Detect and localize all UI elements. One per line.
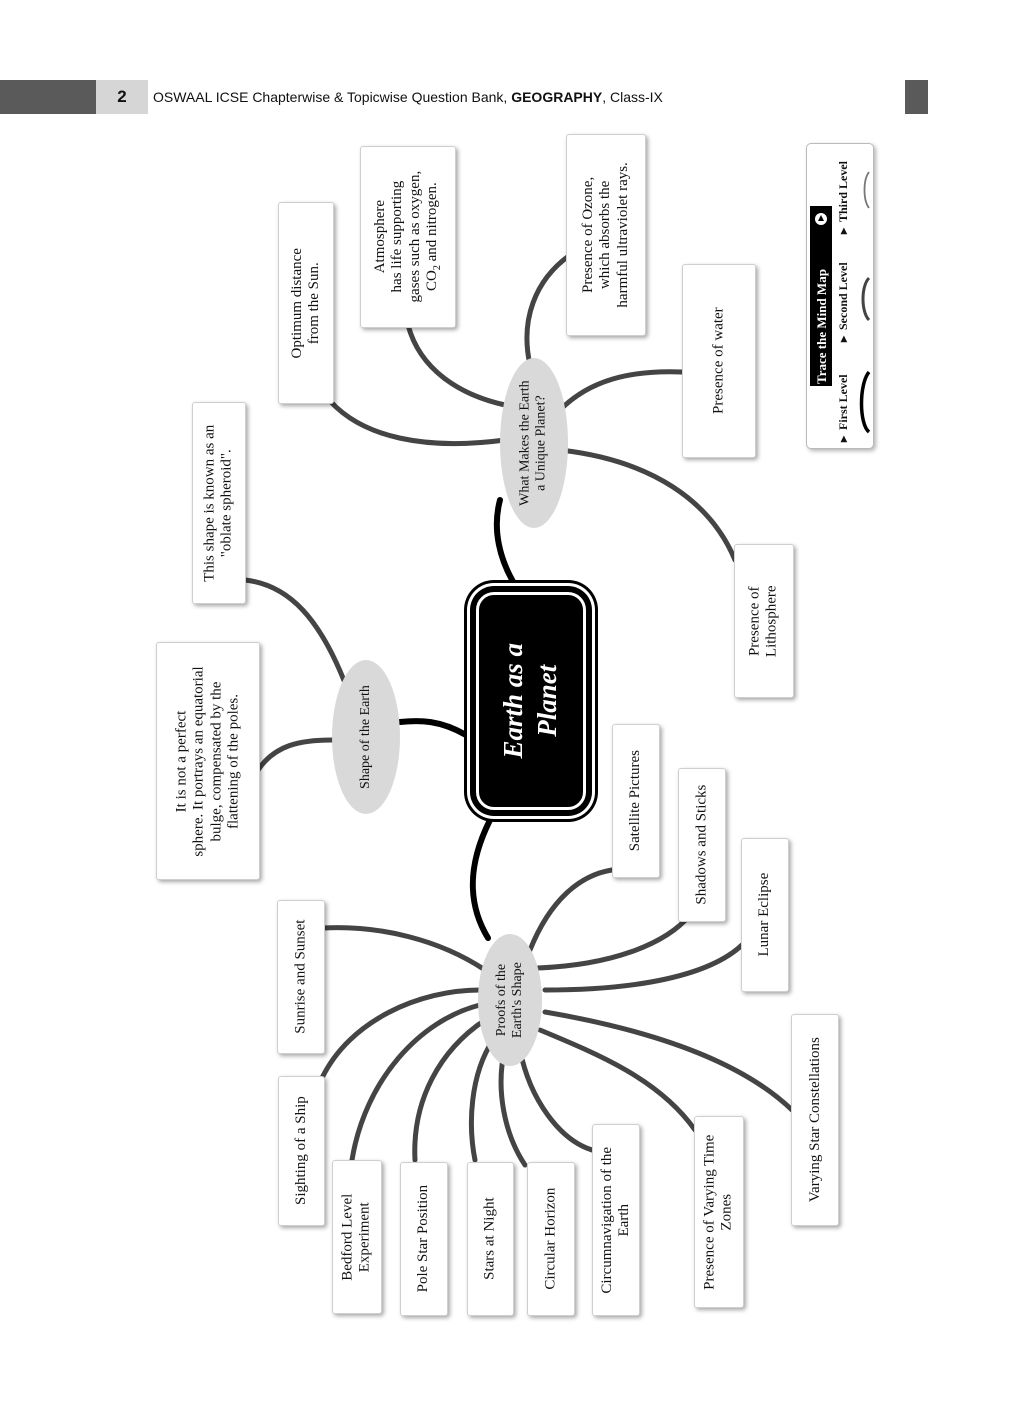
central-topic-line-1: Earth as a — [498, 643, 529, 759]
connector-center-shape — [397, 718, 469, 738]
page-header: 2 OSWAAL ICSE Chapterwise & Topicwise Qu… — [0, 80, 1024, 114]
hand-icon — [815, 213, 827, 225]
connector-proofs-bedford — [349, 1002, 483, 1163]
connector-unique-water — [557, 369, 685, 413]
connector-unique-sun — [322, 392, 508, 446]
branch-shape-of-earth: Shape of the Earth — [332, 660, 400, 814]
legend-title: Trace the Mind Map — [814, 269, 829, 384]
connector-proofs-shadows — [535, 912, 693, 971]
connector-proofs-lunar — [542, 942, 745, 993]
legend-bullet-icon: ▸ — [836, 435, 850, 443]
legend-third-level: Third Level — [836, 160, 850, 222]
legend-second-level: Second Level — [836, 262, 850, 330]
connector-shape-oblate — [242, 577, 348, 686]
connector-proofs-constellations — [542, 1009, 795, 1113]
proof-pole-star: Pole Star Position — [400, 1162, 448, 1316]
legend-bullet-icon: ▸ — [836, 227, 850, 235]
legend-first-level: First Level — [836, 374, 850, 430]
proof-lunar-eclipse: Lunar Eclipse — [741, 838, 789, 992]
connector-unique-litho — [557, 447, 738, 563]
connector-proofs-ship — [319, 987, 483, 1081]
central-topic-line-2: Planet — [532, 665, 563, 738]
connector-unique-atmosphere — [405, 322, 508, 408]
proof-shadows-sticks: Shadows and Sticks — [678, 768, 726, 922]
legend-third-level-line-icon — [863, 171, 870, 209]
legend-second-level-line-icon — [861, 276, 871, 322]
item-optimum-distance: Optimum distance from the Sun. — [278, 202, 334, 404]
page-number: 2 — [96, 80, 148, 114]
item-atmosphere: Atmosphere has life supporting gases suc… — [360, 146, 456, 328]
legend-title-bar — [810, 206, 832, 386]
legend-graphic: Trace the Mind Map ▸ First Level ▸ Secon… — [810, 160, 871, 443]
connector-proofs-stars — [468, 1037, 496, 1163]
item-lithosphere: Presence of Lithosphere — [734, 544, 794, 698]
legend-first-level-line-icon — [859, 370, 871, 434]
item-ozone: Presence of Ozone, which absorbs the har… — [566, 134, 646, 336]
connector-center-unique — [493, 497, 518, 588]
item-water: Presence of water — [682, 264, 756, 458]
header-dark-block — [0, 80, 96, 114]
proof-star-constellations: Varying Star Constellations — [791, 1014, 839, 1226]
proof-circular-horizon: Circular Horizon — [527, 1162, 575, 1316]
proof-time-zones: Presence of Varying Time Zones — [694, 1116, 744, 1308]
connector-center-proofs — [469, 817, 493, 941]
connector-shape-notperfect — [255, 737, 335, 773]
detail-oblate-spheroid: This shape is known as an "oblate sphero… — [192, 402, 246, 604]
proof-satellite-pictures: Satellite Pictures — [612, 724, 660, 878]
connector-proofs-sunrise — [320, 925, 488, 973]
connector-proofs-circum — [517, 1047, 595, 1153]
central-topic: Earth as a Planet — [476, 592, 586, 810]
book-title: OSWAAL ICSE Chapterwise & Topicwise Ques… — [153, 89, 663, 105]
detail-not-perfect-sphere: It is not a perfect sphere. It portrays … — [156, 642, 260, 880]
legend-trace-mind-map: Trace the Mind Map ▸ First Level ▸ Secon… — [806, 143, 874, 449]
proof-sunrise-sunset: Sunrise and Sunset — [277, 900, 325, 1054]
header-right-block — [905, 80, 928, 114]
connector-proofs-satellite — [527, 867, 615, 953]
proof-sighting-ship: Sighting of a Ship — [278, 1076, 325, 1226]
legend-bullet-icon: ▸ — [836, 335, 850, 343]
proof-stars-night: Stars at Night — [467, 1162, 514, 1316]
proof-bedford-level: Bedford Level Experiment — [332, 1160, 382, 1314]
branch-proofs: Proofs of the Earth's Shape — [478, 934, 542, 1066]
connector-proofs-timezones — [537, 1027, 698, 1133]
branch-unique-planet: What Makes the Earth a Unique Planet? — [500, 358, 568, 528]
proof-circumnavigation: Circumnavigation of the Earth — [592, 1124, 640, 1316]
connector-proofs-polestar — [412, 1017, 488, 1163]
branch-shape-of-earth-label: Shape of the Earth — [357, 685, 373, 789]
connector-unique-ozone — [524, 252, 573, 368]
